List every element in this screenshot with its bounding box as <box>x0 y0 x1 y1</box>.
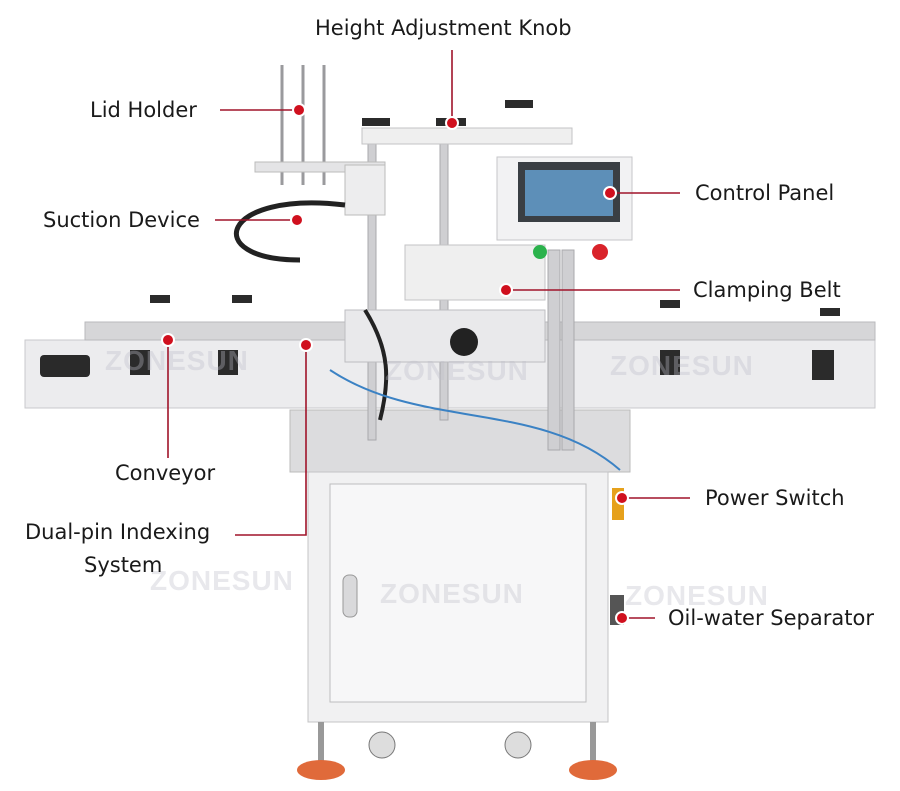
casters <box>297 722 617 780</box>
stop-button <box>592 244 608 260</box>
conveyor-motor-plate <box>40 355 90 377</box>
watermark: ZONESUN <box>610 350 754 381</box>
cabinet-door <box>329 483 587 703</box>
suction-hose <box>233 200 346 263</box>
table-top <box>289 409 631 473</box>
callout-dots <box>161 103 629 625</box>
label-clamping-belt: Clamping Belt <box>693 278 841 302</box>
label-dual-pin-indexing-line1: Dual-pin Indexing <box>25 520 211 544</box>
start-button <box>533 245 547 259</box>
clamping-belt-housing <box>404 244 546 301</box>
air-hose <box>329 369 621 471</box>
adjust-wheel <box>450 328 478 356</box>
watermark: ZONESUN <box>380 578 524 609</box>
top-crossbar <box>361 127 573 145</box>
conveyor-guide-knobs <box>130 295 840 380</box>
label-suction-device: Suction Device <box>43 208 200 232</box>
label-conveyor: Conveyor <box>115 461 216 485</box>
label-power-switch: Power Switch <box>705 486 845 510</box>
watermark: ZONESUN <box>625 580 769 611</box>
label-control-panel: Control Panel <box>695 181 835 205</box>
control-panel-screen <box>525 170 613 216</box>
label-oil-water-separator: Oil-water Separator <box>668 606 874 630</box>
watermark: ZONESUN <box>105 345 249 376</box>
label-lid-holder: Lid Holder <box>90 98 197 122</box>
leader-lines <box>167 50 690 619</box>
label-height-adjustment-knob: Height Adjustment Knob <box>315 16 572 40</box>
watermark: ZONESUN <box>385 355 529 386</box>
watermark: ZONESUN <box>150 565 294 596</box>
door-handle <box>342 574 358 618</box>
label-dual-pin-indexing-line2: System <box>84 553 163 577</box>
